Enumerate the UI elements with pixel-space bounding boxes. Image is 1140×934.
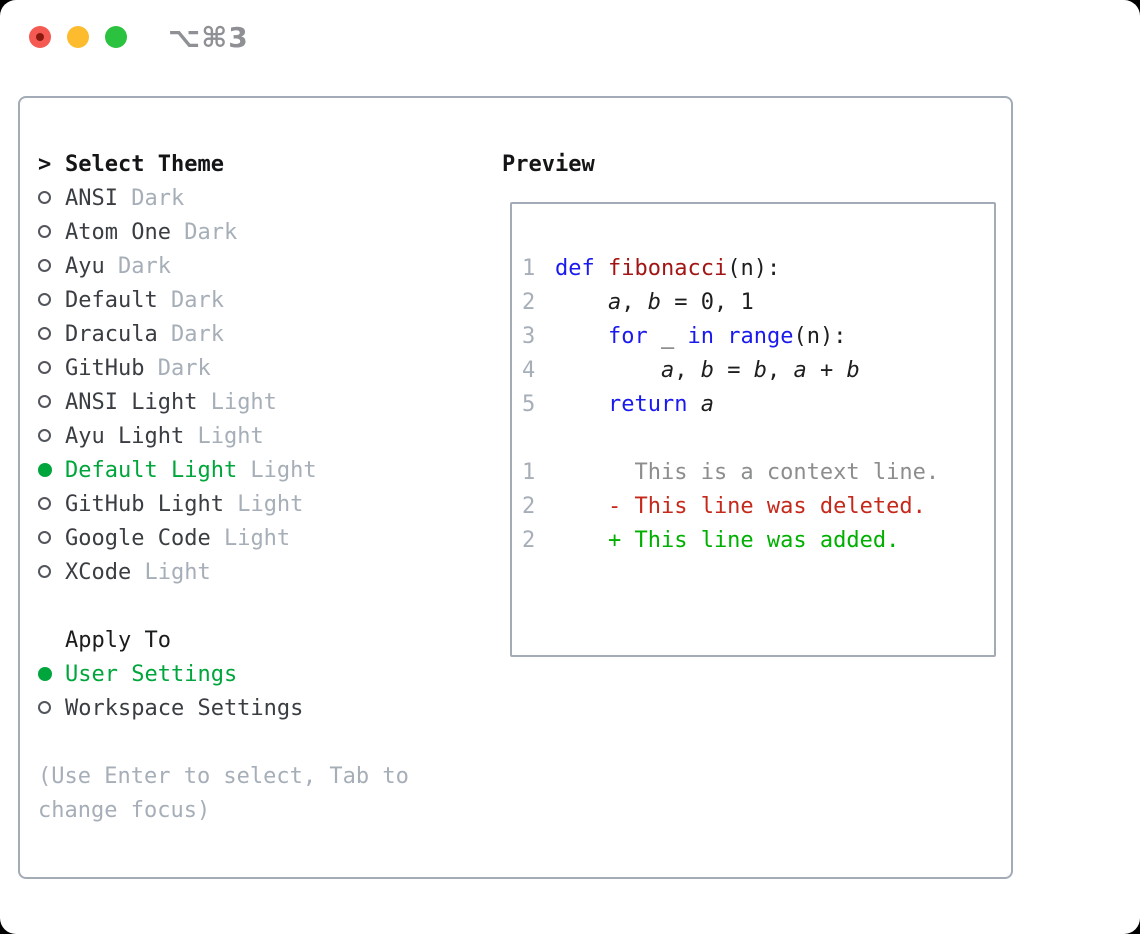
line-number: 2 xyxy=(522,290,536,315)
radio-unselected-icon xyxy=(38,386,65,420)
option-label: User Settings xyxy=(65,662,238,687)
option-variant-label: Light xyxy=(237,458,317,483)
theme-option[interactable]: Default Dark xyxy=(38,284,488,318)
diff-line: 2 - This line was deleted. xyxy=(522,490,994,524)
radio-unselected-icon xyxy=(38,284,65,318)
option-label: Ayu Light xyxy=(65,424,185,449)
option-variant-label: Light xyxy=(131,560,211,585)
apply-to-label: Apply To xyxy=(65,628,171,653)
radio-unselected-icon xyxy=(38,216,65,250)
code-line: 3 for _ in range(n): xyxy=(522,320,994,354)
option-label: ANSI Light xyxy=(65,390,198,415)
zoom-button[interactable] xyxy=(105,26,127,48)
option-label: Default Light xyxy=(65,458,238,483)
spacer xyxy=(38,590,488,624)
hint-line-1: (Use Enter to select, Tab to xyxy=(38,764,409,789)
hint-line-2: change focus) xyxy=(38,798,211,823)
option-label: Google Code xyxy=(65,526,211,551)
option-variant-label: Dark xyxy=(157,322,224,347)
option-label: Atom One xyxy=(65,220,171,245)
theme-option[interactable]: Google Code Light xyxy=(38,522,488,556)
preview-column: Preview xyxy=(502,148,987,182)
code-line: 2 a, b = 0, 1 xyxy=(522,286,994,320)
blank-line xyxy=(522,422,994,456)
select-theme-header: > Select Theme xyxy=(38,148,488,182)
select-theme-header-label: Select Theme xyxy=(65,152,224,177)
line-number: 1 xyxy=(522,256,536,281)
option-variant-label: Light xyxy=(184,424,264,449)
window-title-shortcut: ⌥⌘3 xyxy=(168,21,249,54)
option-label: ANSI xyxy=(65,186,118,211)
theme-option[interactable]: ANSI Light Light xyxy=(38,386,488,420)
close-dot-icon xyxy=(36,33,44,41)
theme-option[interactable]: Default Light Light xyxy=(38,454,488,488)
option-label: XCode xyxy=(65,560,132,585)
titlebar: ⌥⌘3 xyxy=(0,0,1140,75)
option-label: Default xyxy=(65,288,158,313)
preview-header: Preview xyxy=(502,152,595,177)
option-label: GitHub xyxy=(65,356,145,381)
line-number: 1 xyxy=(522,460,536,485)
code-line: 5 return a xyxy=(522,388,994,422)
radio-unselected-icon xyxy=(38,488,65,522)
option-variant-label: Dark xyxy=(117,186,185,211)
apply-option[interactable]: User Settings xyxy=(38,658,488,692)
radio-selected-icon xyxy=(38,658,65,692)
theme-option[interactable]: GitHub Dark xyxy=(38,352,488,386)
line-number: 3 xyxy=(522,324,536,349)
apply-option[interactable]: Workspace Settings xyxy=(38,692,488,726)
theme-option[interactable]: XCode Light xyxy=(38,556,488,590)
option-variant-label: Light xyxy=(197,390,277,415)
line-number: 2 xyxy=(522,494,536,519)
option-label: Dracula xyxy=(65,322,158,347)
radio-unselected-icon xyxy=(38,522,65,556)
theme-option[interactable]: Ayu Light Light xyxy=(38,420,488,454)
option-variant-label: Dark xyxy=(144,356,211,381)
radio-unselected-icon xyxy=(38,182,65,216)
apply-to-header: Apply To xyxy=(38,624,488,658)
option-label: GitHub Light xyxy=(65,492,224,517)
radio-selected-icon xyxy=(38,454,65,488)
option-variant-label: Light xyxy=(223,492,304,517)
close-button[interactable] xyxy=(29,26,51,48)
option-label: Ayu xyxy=(65,254,105,279)
theme-option[interactable]: Ayu Dark xyxy=(38,250,488,284)
radio-unselected-icon xyxy=(38,318,65,352)
line-number: 2 xyxy=(522,528,536,553)
radio-unselected-icon xyxy=(38,556,65,590)
radio-unselected-icon xyxy=(38,692,65,726)
diff-line: 2 + This line was added. xyxy=(522,524,994,558)
theme-option[interactable]: GitHub Light Light xyxy=(38,488,488,522)
theme-option[interactable]: ANSI Dark xyxy=(38,182,488,216)
option-variant-label: Light xyxy=(210,526,291,551)
minimize-button[interactable] xyxy=(67,26,89,48)
line-number: 4 xyxy=(522,358,536,383)
radio-unselected-icon xyxy=(38,420,65,454)
diff-line: 1 This is a context line. xyxy=(522,456,994,490)
option-label: Workspace Settings xyxy=(65,696,304,721)
radio-unselected-icon xyxy=(38,352,65,386)
line-number: 5 xyxy=(522,392,536,417)
code-line: 4 a, b = b, a + b xyxy=(522,354,994,388)
option-variant-label: Dark xyxy=(170,220,238,245)
option-variant-label: Dark xyxy=(157,288,224,313)
spacer xyxy=(38,726,488,760)
focus-caret-icon: > xyxy=(38,152,52,177)
theme-option[interactable]: Dracula Dark xyxy=(38,318,488,352)
theme-option[interactable]: Atom One Dark xyxy=(38,216,488,250)
radio-unselected-icon xyxy=(38,250,65,284)
option-variant-label: Dark xyxy=(104,254,171,279)
